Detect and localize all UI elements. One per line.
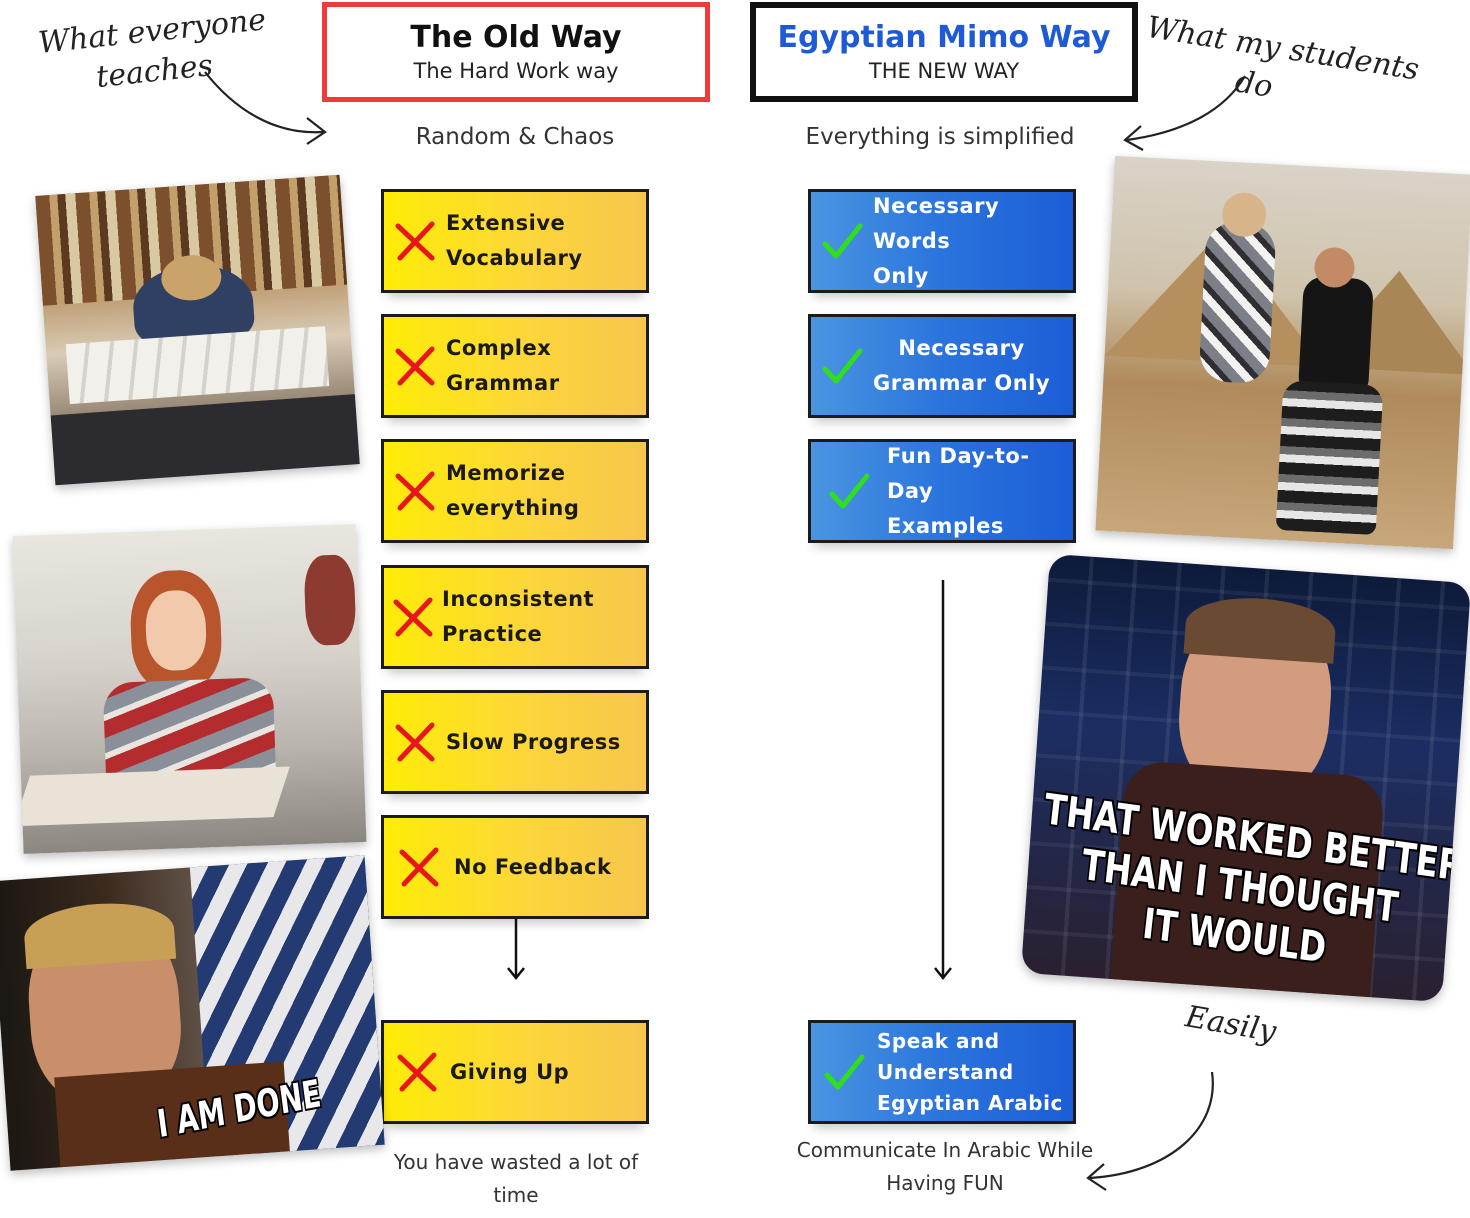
red-x-icon xyxy=(384,1023,450,1121)
caption-line: You have wasted a lot of xyxy=(393,1150,639,1174)
caption-line: Having FUN xyxy=(886,1171,1004,1195)
caption-line: Communicate In Arabic While xyxy=(796,1138,1094,1162)
old-step-slow-progress: Slow Progress xyxy=(381,690,649,794)
step-label: No Feedback xyxy=(454,854,612,879)
new-way-header: Egyptian Mimo Way THE NEW WAY xyxy=(750,2,1138,102)
red-x-icon xyxy=(384,192,446,290)
new-way-title: Egyptian Mimo Way xyxy=(777,20,1111,55)
new-way-subtitle: THE NEW WAY xyxy=(868,59,1020,83)
old-way-title: The Old Way xyxy=(410,20,622,55)
annotation-easily: Easily xyxy=(1182,997,1279,1052)
caption-line: time xyxy=(493,1183,539,1207)
old-way-tagline: Random & Chaos xyxy=(415,124,615,150)
red-x-icon xyxy=(384,693,446,791)
step-label: Slow Progress xyxy=(446,729,621,754)
green-check-icon xyxy=(811,317,873,415)
red-x-icon xyxy=(384,568,442,666)
green-check-icon xyxy=(811,442,887,540)
photo-bored-girl-class xyxy=(12,524,367,854)
red-x-icon xyxy=(384,818,454,916)
old-step-no-feedback: No Feedback xyxy=(381,815,649,919)
old-way-header: The Old Way The Hard Work way xyxy=(322,2,710,102)
old-result-caption: You have wasted a lot of time xyxy=(372,1146,660,1212)
photo-meme-i-am-done: I AM DONE xyxy=(0,855,385,1171)
photo-students-pyramids xyxy=(1095,155,1470,550)
red-x-icon xyxy=(384,317,446,415)
curved-arrow-right-bottom xyxy=(1086,1071,1214,1191)
arrow-down-old xyxy=(507,918,525,981)
photo-meme-worked-better: THAT WORKED BETTER THAN I THOUGHT IT WOU… xyxy=(1020,553,1470,1003)
step-label: Giving Up xyxy=(450,1059,570,1084)
old-result-giving-up: Giving Up xyxy=(381,1020,649,1124)
new-way-tagline: Everything is simplified xyxy=(805,124,1075,150)
old-way-subtitle: The Hard Work way xyxy=(413,59,619,83)
annotation-line: Easily xyxy=(1182,999,1279,1050)
curved-arrow-left-top xyxy=(204,71,327,145)
green-check-icon xyxy=(811,1023,877,1121)
photo-tired-student-books xyxy=(35,174,360,486)
green-check-icon xyxy=(811,192,873,290)
red-x-icon xyxy=(384,442,446,540)
arrow-down-new xyxy=(934,580,952,981)
new-result-caption: Communicate In Arabic While Having FUN xyxy=(780,1134,1110,1200)
curved-arrow-right-top xyxy=(1123,75,1246,151)
